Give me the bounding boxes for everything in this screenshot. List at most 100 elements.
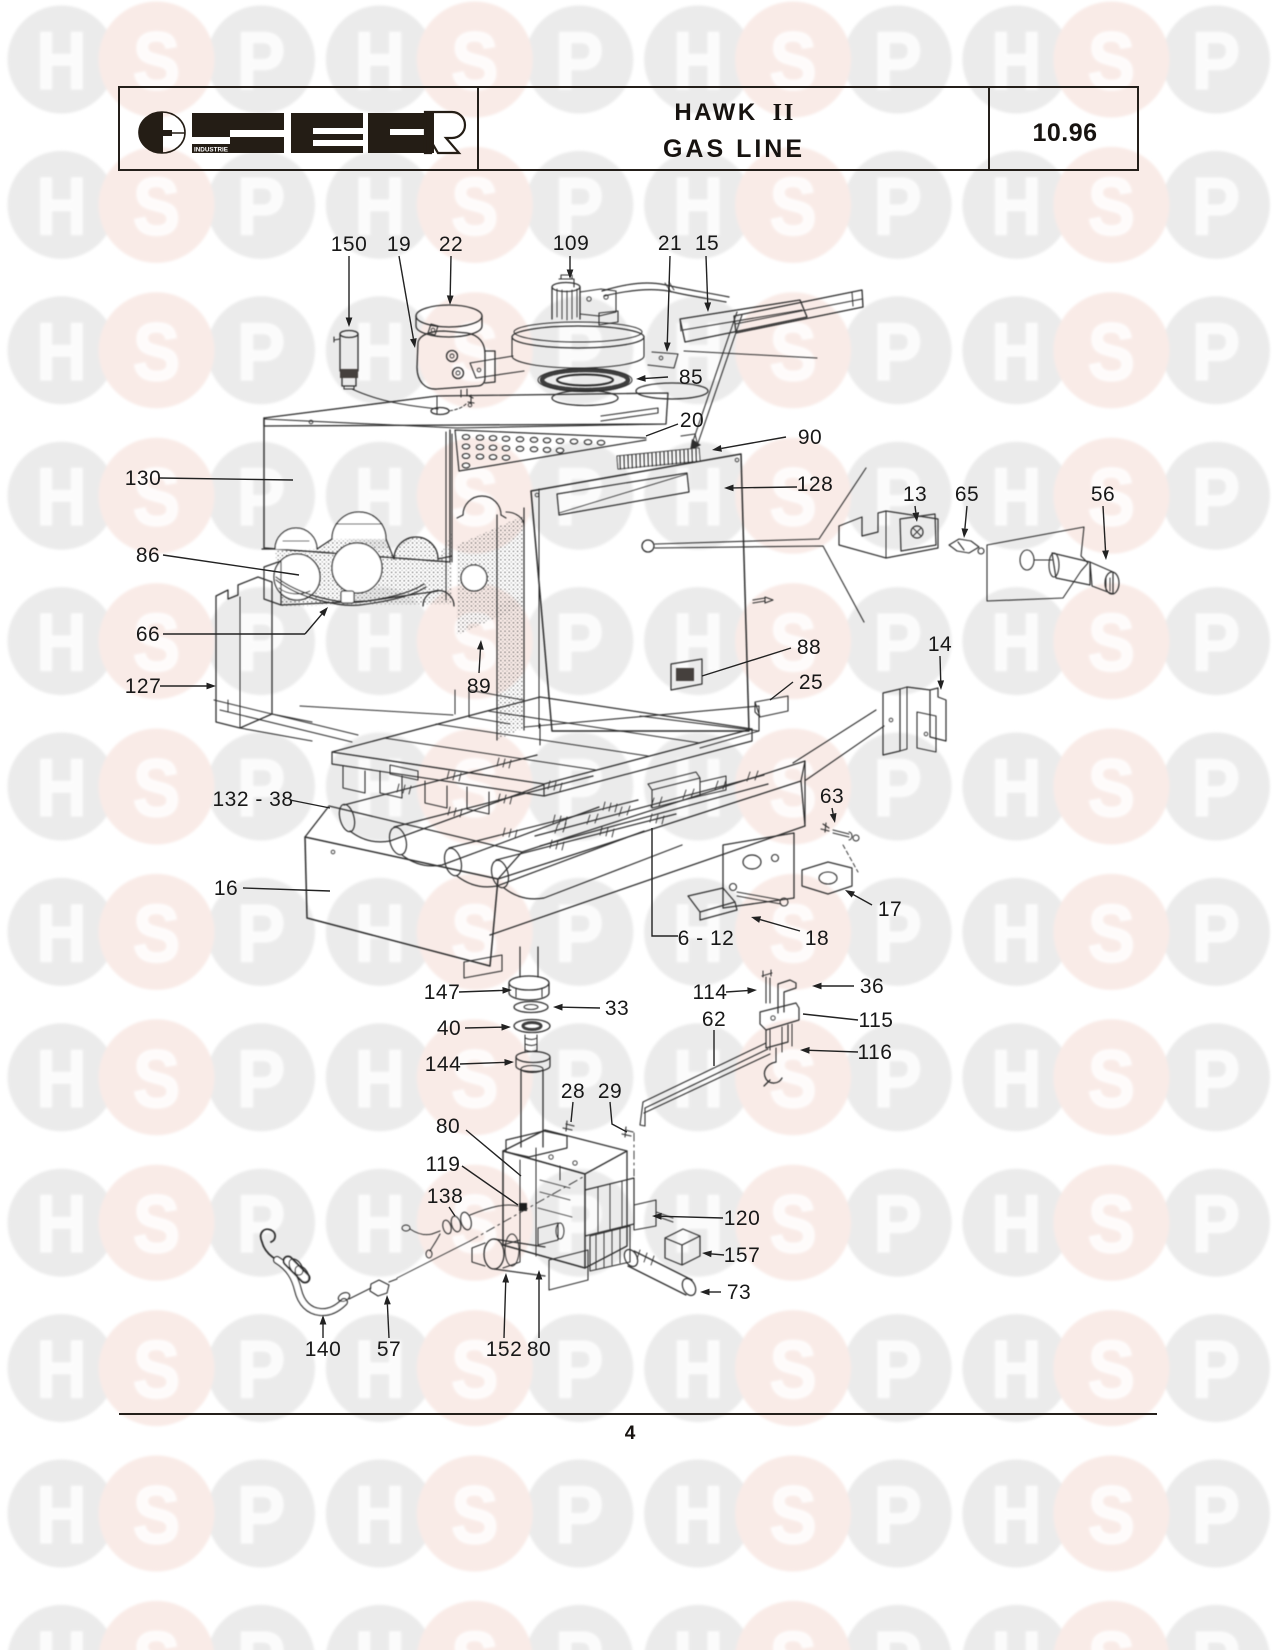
svg-text:S: S: [133, 1180, 180, 1270]
svg-text:S: S: [770, 1034, 817, 1124]
svg-text:S: S: [1088, 453, 1135, 543]
svg-text:120: 120: [724, 1207, 761, 1230]
svg-text:88: 88: [797, 636, 821, 659]
svg-text:S: S: [770, 1180, 817, 1270]
svg-text:P: P: [237, 1616, 285, 1650]
svg-text:144: 144: [425, 1053, 462, 1076]
svg-text:S: S: [451, 1180, 498, 1270]
svg-text:S: S: [133, 162, 180, 252]
svg-text:H: H: [991, 1180, 1041, 1270]
svg-text:H: H: [991, 1471, 1041, 1561]
svg-text:28: 28: [561, 1080, 585, 1103]
svg-text:119: 119: [426, 1153, 461, 1176]
svg-text:P: P: [874, 598, 922, 688]
svg-text:86: 86: [136, 544, 160, 567]
svg-text:114: 114: [693, 981, 728, 1004]
svg-text:H: H: [37, 307, 87, 397]
svg-text:II: II: [773, 100, 796, 126]
svg-text:H: H: [355, 1471, 405, 1561]
svg-text:127: 127: [125, 675, 162, 698]
svg-text:S: S: [451, 307, 498, 397]
svg-text:H: H: [991, 162, 1041, 252]
svg-text:P: P: [874, 1471, 922, 1561]
svg-text:H: H: [673, 162, 723, 252]
svg-text:S: S: [1088, 1471, 1135, 1561]
svg-text:P: P: [555, 889, 603, 979]
svg-text:P: P: [1192, 889, 1240, 979]
svg-text:H: H: [673, 1325, 723, 1415]
svg-text:S: S: [1088, 162, 1135, 252]
svg-text:62: 62: [702, 1008, 726, 1031]
svg-text:14: 14: [928, 633, 952, 656]
svg-text:S: S: [451, 17, 498, 107]
svg-text:P: P: [874, 1616, 922, 1650]
svg-text:P: P: [1192, 744, 1240, 834]
svg-text:P: P: [237, 598, 285, 688]
svg-text:P: P: [1192, 1034, 1240, 1124]
svg-text:128: 128: [797, 473, 834, 496]
svg-text:109: 109: [553, 232, 590, 255]
svg-text:H: H: [673, 453, 723, 543]
svg-text:25: 25: [799, 671, 823, 694]
svg-text:29: 29: [598, 1080, 622, 1103]
svg-text:H: H: [37, 1180, 87, 1270]
svg-text:S: S: [133, 1325, 180, 1415]
svg-text:S: S: [133, 1616, 180, 1650]
svg-text:H: H: [355, 889, 405, 979]
svg-text:40: 40: [437, 1017, 461, 1040]
svg-text:S: S: [770, 1471, 817, 1561]
svg-text:S: S: [770, 1616, 817, 1650]
svg-text:P: P: [555, 162, 603, 252]
svg-text:H: H: [355, 162, 405, 252]
svg-text:S: S: [770, 17, 817, 107]
svg-text:H: H: [991, 453, 1041, 543]
svg-text:H: H: [37, 1471, 87, 1561]
svg-text:21: 21: [658, 232, 682, 255]
svg-text:H: H: [673, 889, 723, 979]
svg-text:S: S: [770, 889, 817, 979]
svg-text:56: 56: [1091, 483, 1115, 506]
svg-text:S: S: [451, 162, 498, 252]
svg-text:17: 17: [878, 898, 902, 921]
svg-text:S: S: [770, 162, 817, 252]
svg-text:S: S: [1088, 17, 1135, 107]
svg-text:33: 33: [605, 997, 629, 1020]
svg-text:P: P: [1192, 1471, 1240, 1561]
svg-text:150: 150: [331, 233, 368, 256]
svg-text:S: S: [770, 1325, 817, 1415]
svg-text:S: S: [1088, 598, 1135, 688]
svg-text:13: 13: [903, 483, 927, 506]
svg-text:H: H: [991, 598, 1041, 688]
svg-text:H: H: [991, 889, 1041, 979]
svg-text:90: 90: [798, 426, 822, 449]
svg-text:HAWK: HAWK: [674, 99, 757, 126]
svg-text:H: H: [37, 889, 87, 979]
svg-text:P: P: [1192, 307, 1240, 397]
svg-text:H: H: [355, 1180, 405, 1270]
svg-text:P: P: [874, 1180, 922, 1270]
svg-text:P: P: [237, 744, 285, 834]
svg-text:115: 115: [859, 1009, 894, 1032]
svg-text:P: P: [874, 744, 922, 834]
svg-text:GAS LINE: GAS LINE: [663, 135, 805, 163]
svg-text:H: H: [355, 1034, 405, 1124]
svg-text:132 - 38: 132 - 38: [212, 788, 293, 811]
svg-text:130: 130: [125, 467, 162, 490]
svg-text:65: 65: [955, 483, 979, 506]
svg-text:66: 66: [136, 623, 160, 646]
svg-text:H: H: [37, 598, 87, 688]
svg-text:S: S: [133, 1034, 180, 1124]
svg-text:H: H: [673, 1180, 723, 1270]
svg-text:36: 36: [860, 975, 884, 998]
svg-text:P: P: [237, 307, 285, 397]
svg-text:P: P: [555, 453, 603, 543]
svg-text:S: S: [1088, 1325, 1135, 1415]
svg-text:S: S: [770, 453, 817, 543]
svg-text:P: P: [1192, 162, 1240, 252]
svg-text:S: S: [1088, 307, 1135, 397]
svg-text:P: P: [874, 1034, 922, 1124]
svg-text:P: P: [237, 889, 285, 979]
svg-text:S: S: [451, 1471, 498, 1561]
svg-text:H: H: [673, 1471, 723, 1561]
svg-text:20: 20: [680, 409, 704, 432]
